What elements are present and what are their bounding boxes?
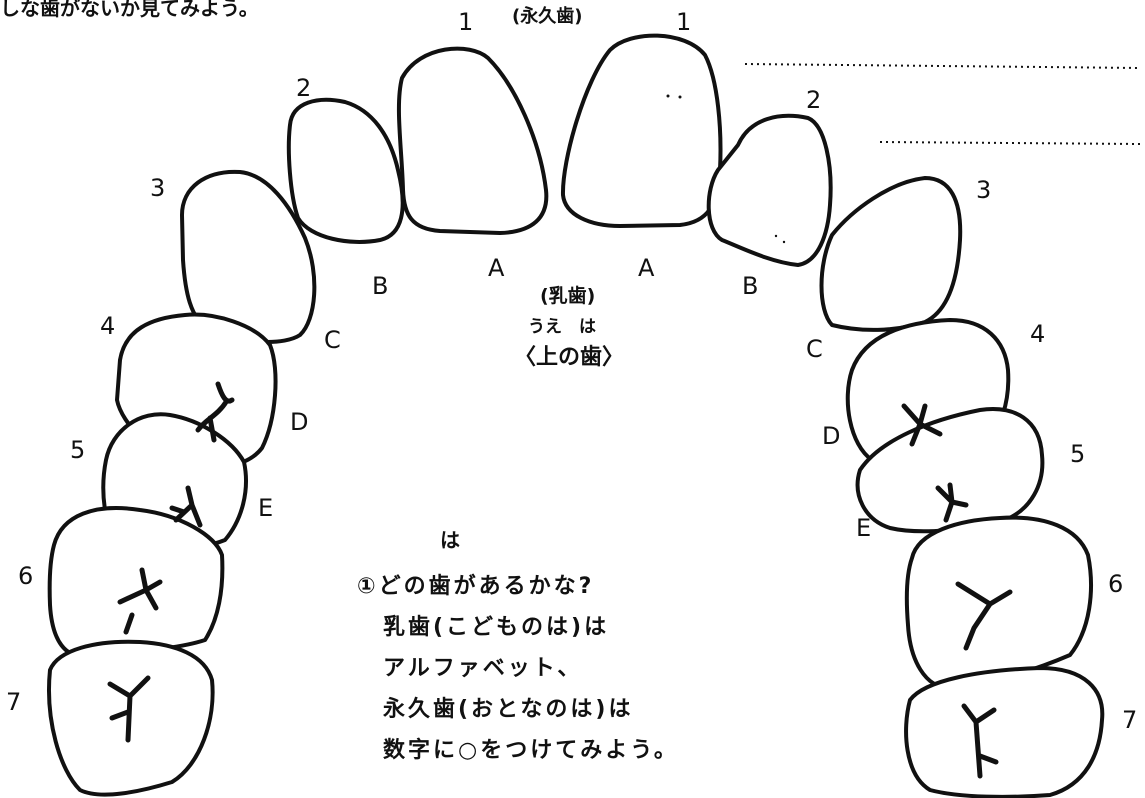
tooth-number-left-2: 2	[296, 74, 311, 102]
mark-dot	[774, 234, 778, 238]
writing-line-2	[879, 141, 1141, 145]
instruction-ruby: は	[440, 528, 460, 552]
tooth-letter-right-A: A	[638, 254, 655, 282]
instruction-line-2: 乳歯(こどものは)は	[383, 615, 610, 640]
groove-left-6	[117, 567, 163, 635]
tooth-letter-left-E: E	[258, 494, 273, 522]
upper-teeth-label: 〈上の歯〉	[514, 344, 624, 370]
tooth-number-left-5: 5	[70, 436, 85, 464]
tooth-letter-right-E: E	[856, 514, 871, 542]
instruction-line-4: 永久歯(おとなのは)は	[383, 697, 634, 722]
mark-dot	[666, 94, 670, 98]
groove-right-7	[961, 703, 999, 779]
instruction-line-5: 数字に○をつけてみよう。	[383, 738, 679, 763]
tooth-letter-left-B: B	[372, 272, 388, 300]
ue-ha-ruby: うえ は	[528, 317, 596, 337]
tooth-letter-right-B: B	[742, 272, 758, 300]
tooth-letter-right-D: D	[822, 422, 840, 450]
mark-dot	[782, 240, 786, 244]
tooth-number-right-5: 5	[1070, 440, 1085, 468]
tooth-left-6[interactable]	[47, 506, 225, 659]
instructions-block: ①どの歯があるかな? 乳歯(こどものは)は アルファベット、 永久歯(おとなのは…	[357, 566, 679, 771]
tooth-number-right-1: 1	[676, 8, 691, 36]
header-text: しな歯がないか見てみよう。	[0, 0, 259, 20]
tooth-right-6[interactable]	[904, 515, 1093, 690]
tooth-number-left-3: 3	[150, 174, 165, 202]
instruction-line-1: ①どの歯があるかな?	[357, 574, 595, 599]
tooth-right-7[interactable]	[904, 666, 1105, 798]
groove-right-5	[935, 482, 969, 523]
mark-dot	[678, 95, 682, 99]
tooth-right-1[interactable]	[560, 33, 723, 228]
tooth-left-2[interactable]	[286, 97, 405, 244]
tooth-right-3[interactable]	[819, 176, 963, 332]
tooth-number-left-6: 6	[18, 562, 33, 590]
tooth-number-right-7: 7	[1122, 706, 1137, 734]
tooth-letter-left-D: D	[290, 408, 308, 436]
groove-right-4	[901, 403, 943, 447]
tooth-right-5[interactable]	[855, 407, 1045, 534]
groove-left-5	[169, 485, 203, 528]
tooth-letter-left-C: C	[324, 326, 341, 354]
groove-left-7	[107, 675, 151, 743]
tooth-number-right-3: 3	[976, 176, 991, 204]
tooth-number-right-2: 2	[806, 86, 821, 114]
primary-teeth-label: (乳歯)	[540, 284, 595, 307]
groove-right-6	[955, 581, 1013, 651]
tooth-right-2[interactable]	[706, 113, 833, 267]
permanent-teeth-label: (永久歯)	[512, 5, 582, 27]
tooth-number-left-1: 1	[458, 8, 473, 36]
tooth-number-left-7: 7	[6, 688, 21, 716]
instruction-line-3: アルファベット、	[383, 656, 583, 681]
tooth-number-right-4: 4	[1030, 320, 1045, 348]
tooth-number-right-6: 6	[1108, 570, 1123, 598]
tooth-letter-left-A: A	[488, 254, 505, 282]
writing-line-1	[744, 63, 1141, 69]
tooth-letter-right-C: C	[806, 335, 823, 363]
tooth-number-left-4: 4	[100, 312, 115, 340]
tooth-left-1[interactable]	[396, 46, 549, 235]
groove-left-4	[195, 381, 235, 443]
